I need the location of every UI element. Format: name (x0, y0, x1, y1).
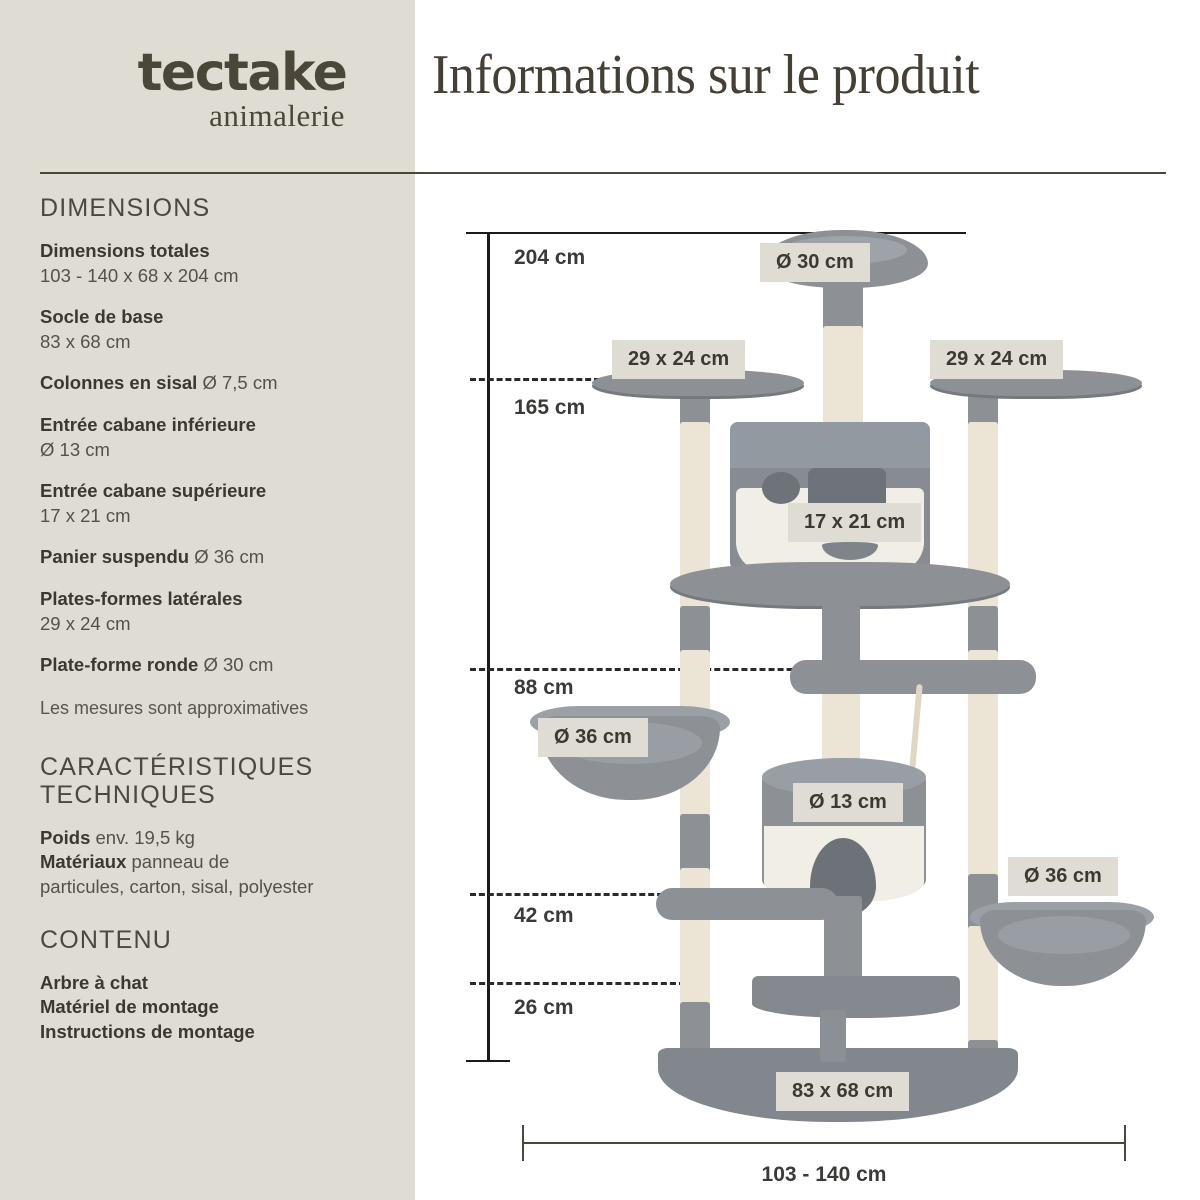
list-item: Arbre à chat (40, 971, 148, 993)
post-left-seg-grey-4 (680, 1002, 710, 1052)
callout-side-platform-right: 29 x 24 cm (930, 340, 1064, 379)
callout-base-plate: 83 x 68 cm (776, 1072, 910, 1111)
spec-value: Ø 13 cm (40, 438, 110, 460)
brand-logo: tectake animalerie (92, 46, 392, 133)
spec-socle-de-base: Socle de base 83 x 68 cm (40, 305, 392, 354)
upper-cabin-roof (730, 422, 930, 468)
brand-name: tectake (137, 43, 348, 103)
basket-right-inner (998, 916, 1130, 954)
spacer (40, 719, 392, 753)
spec-label-text: Matériaux (40, 851, 127, 873)
tech-specs: Poids env. 19,5 kg Matériaux panneau de … (40, 826, 392, 900)
spec-value: 29 x 24 cm (40, 612, 131, 634)
middle-shelf (790, 660, 1036, 694)
upper-cabin-round-hole (762, 472, 800, 504)
post-left-seg-grey-2 (680, 606, 710, 656)
callout-round-platform: Ø 30 cm (760, 243, 870, 282)
spec-label-text: Panier suspendu (40, 546, 190, 568)
height-label-165: 165 cm (514, 396, 586, 419)
spec-label: Entrée cabane inférieure (40, 413, 256, 435)
product-illustration (500, 210, 1160, 1122)
spec-entree-cabane-superieure: Entrée cabane supérieure 17 x 21 cm (40, 479, 392, 528)
dashed-line-88 (470, 668, 865, 671)
spec-panier-suspendu: Panier suspendu Ø 36 cm (40, 545, 392, 570)
upper-cabin-lip (822, 542, 878, 560)
spec-label: Dimensions totales (40, 240, 210, 261)
spec-plate-forme-ronde: Plate-forme ronde Ø 30 cm (40, 653, 392, 678)
spec-poids: Poids env. 19,5 kg (40, 826, 392, 851)
spec-label: Plates-formes latérales (40, 587, 243, 609)
vertical-measure-axis (487, 232, 490, 1062)
height-label-204: 204 cm (514, 246, 586, 269)
spec-label: Entrée cabane supérieure (40, 480, 267, 502)
callout-hanging-basket-right: Ø 36 cm (1008, 857, 1118, 896)
dashed-line-26 (470, 982, 685, 985)
spec-value: 83 x 68 cm (40, 330, 131, 352)
header-divider (40, 172, 1166, 174)
spec-label: Plate-forme ronde Ø 30 cm (40, 653, 392, 678)
list-item: Instructions de montage (40, 1020, 255, 1042)
page-title: Informations sur le produit (432, 44, 980, 106)
height-label-26: 26 cm (514, 996, 574, 1019)
callout-side-platform-left: 29 x 24 cm (612, 340, 746, 379)
height-label-42: 42 cm (514, 904, 574, 927)
sidebar-panel (0, 0, 415, 1200)
spec-value: env. 19,5 kg (95, 826, 195, 848)
spec-label-text: Plate-forme ronde (40, 654, 199, 676)
spec-materiaux-cont: particules, carton, sisal, polyester (40, 875, 314, 897)
callout-lower-cabin-entry: Ø 13 cm (793, 783, 903, 822)
spec-dimensions-totales: Dimensions totales 103 - 140 x 68 x 204 … (40, 239, 392, 288)
spec-label: Colonnes en sisal Ø 7,5 cm (40, 371, 392, 396)
callout-upper-cabin-entry: 17 x 21 cm (788, 503, 922, 542)
section-heading-dimensions: DIMENSIONS (40, 194, 211, 222)
section-heading-line2: TECHNIQUES (40, 780, 216, 809)
spec-value: 17 x 21 cm (40, 504, 131, 526)
spec-value: Ø 7,5 cm (202, 372, 278, 394)
brand-tagline: animalerie (209, 97, 345, 133)
section-heading-line1: CARACTÉRISTIQUES (40, 752, 314, 781)
section-heading-contenu: CONTENU (40, 925, 173, 954)
measurement-note: Les mesures sont approximatives (40, 697, 309, 718)
contents-list: Arbre à chat Matériel de montage Instruc… (40, 971, 392, 1045)
list-item: Matériel de montage (40, 996, 219, 1018)
sidebar-content: DIMENSIONS Dimensions totales 103 - 140 … (40, 194, 392, 1044)
axis-bottom-cap (466, 1060, 510, 1062)
spec-value: panneau de (131, 851, 230, 873)
base-center-stem (820, 1010, 846, 1062)
spec-label: Socle de base (40, 306, 164, 328)
section-heading-caracteristiques: CARACTÉRISTIQUES TECHNIQUES (40, 753, 392, 809)
spec-plates-formes-laterales: Plates-formes latérales 29 x 24 cm (40, 587, 392, 636)
axis-top-cap (466, 232, 966, 234)
spec-value: Ø 30 cm (203, 654, 274, 676)
dashed-line-165 (470, 378, 662, 381)
spec-colonnes-sisal: Colonnes en sisal Ø 7,5 cm (40, 371, 392, 396)
base-corner-shelf (752, 976, 960, 1018)
width-measure-line (522, 1142, 1126, 1144)
spec-materiaux: Matériaux panneau de (40, 850, 392, 875)
spec-entree-cabane-inferieure: Entrée cabane inférieure Ø 13 cm (40, 413, 392, 462)
spacer (40, 900, 392, 926)
height-label-88: 88 cm (514, 676, 574, 699)
post-mid-center-grey (822, 598, 860, 666)
lower-left-shelf (656, 888, 838, 920)
spec-label: Panier suspendu Ø 36 cm (40, 545, 392, 570)
post-center-top-grey (823, 282, 863, 332)
dashed-line-42 (470, 893, 770, 896)
post-right-seg-grey-2 (968, 606, 998, 656)
post-left-seg-grey-3 (680, 814, 710, 874)
spec-label-text: Colonnes en sisal (40, 372, 198, 394)
spec-value: 103 - 140 x 68 x 204 cm (40, 264, 239, 286)
width-label: 103 - 140 cm (761, 1163, 887, 1186)
callout-hanging-basket-left: Ø 36 cm (538, 718, 648, 757)
spec-value: Ø 36 cm (194, 546, 265, 568)
spec-label-text: Poids (40, 826, 91, 848)
